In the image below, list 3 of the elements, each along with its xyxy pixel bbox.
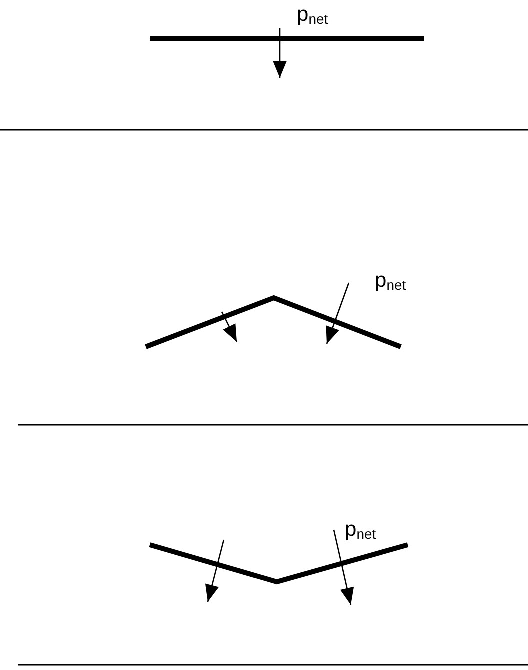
pressure-label: p$_{net}$ xyxy=(297,4,328,26)
pressure-label: p$_{net}$ xyxy=(345,519,376,541)
pressure-label: p$_{net}$ xyxy=(375,270,406,292)
